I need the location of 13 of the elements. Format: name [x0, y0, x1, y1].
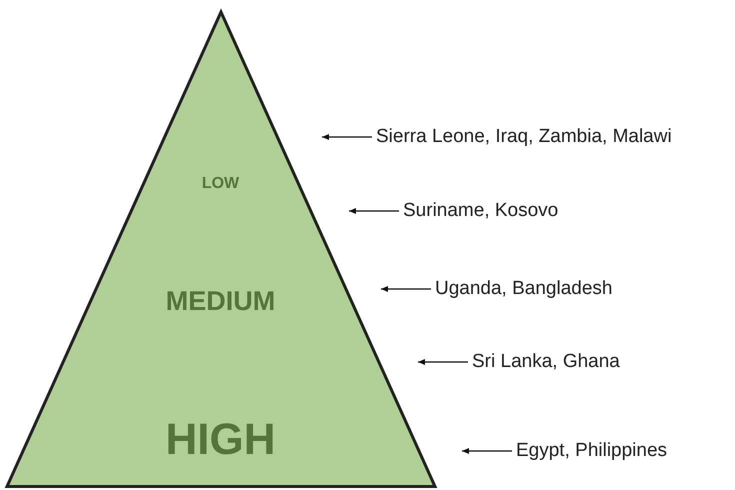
country-list: Egypt, Philippines: [516, 439, 668, 463]
arrow: [381, 286, 431, 292]
arrow: [349, 208, 399, 214]
country-list: Sri Lanka, Ghana: [472, 350, 620, 374]
arrow: [418, 359, 468, 365]
country-list: Uganda, Bangladesh: [435, 277, 612, 301]
country-list: Suriname, Kosovo: [403, 199, 558, 223]
level-label: HIGH: [164, 418, 276, 462]
arrow: [462, 448, 512, 454]
level-label: LOW: [200, 176, 240, 192]
arrow: [322, 134, 372, 140]
country-list: Sierra Leone, Iraq, Zambia, Malawi: [376, 125, 672, 149]
level-label: MEDIUM: [164, 288, 276, 315]
